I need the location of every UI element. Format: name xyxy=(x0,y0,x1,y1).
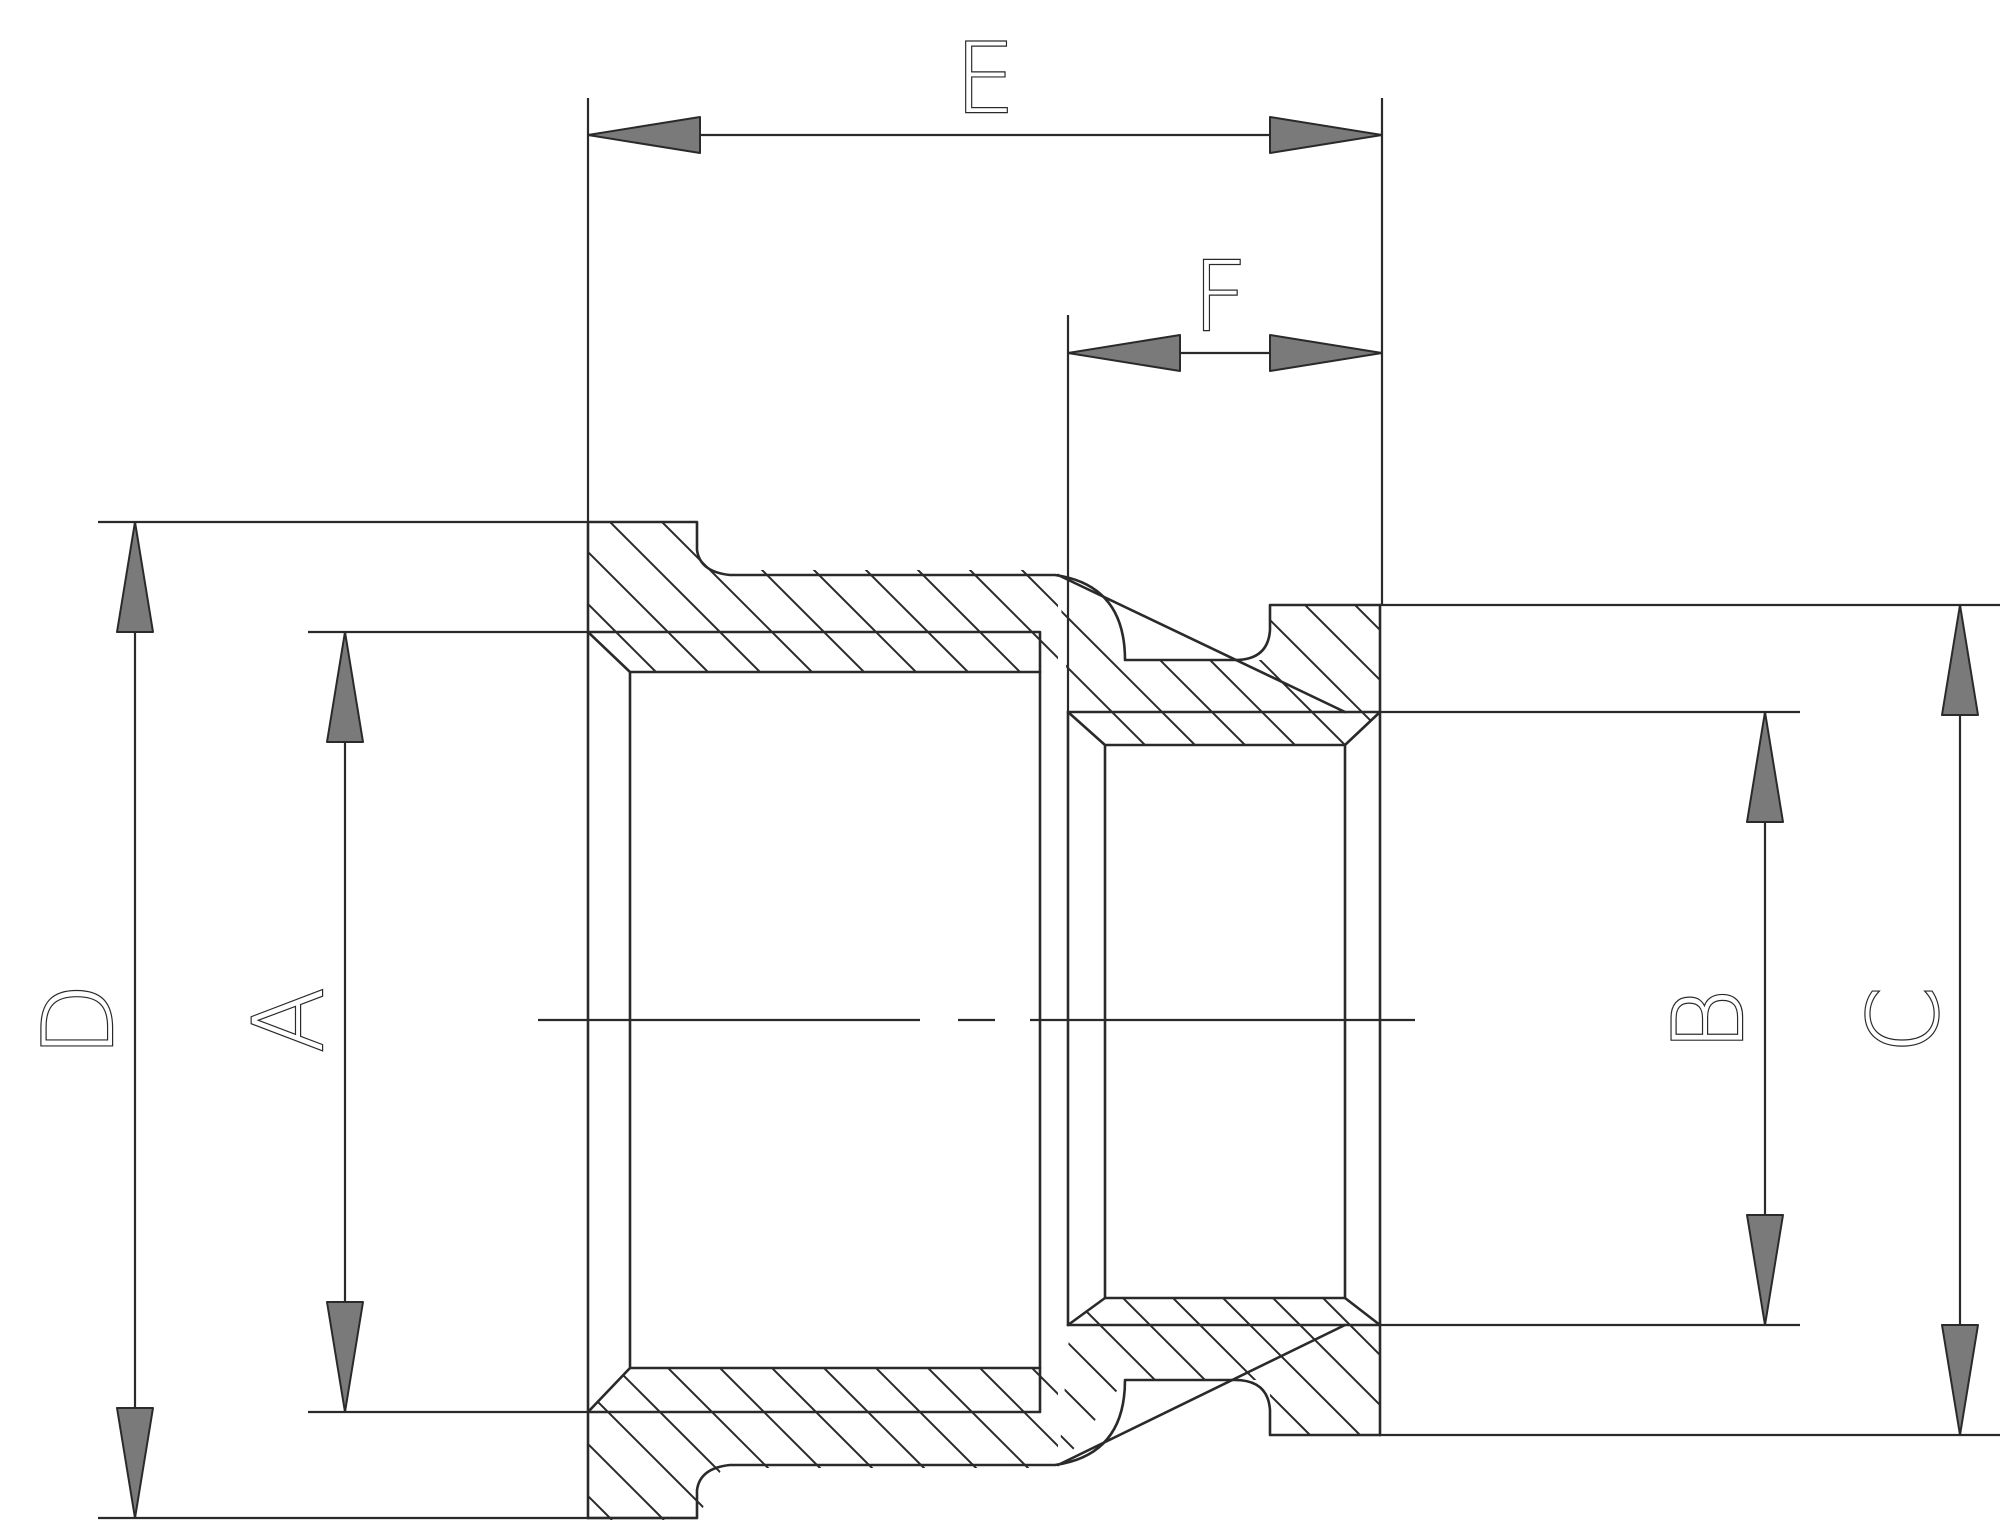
hatch-line xyxy=(1314,1298,1380,1470)
hatch-line xyxy=(711,1368,873,1520)
hatch-line xyxy=(1164,1298,1351,1470)
hatch-line xyxy=(815,522,977,672)
arrow-C-bottom xyxy=(1941,1324,1979,1436)
hatch-line xyxy=(971,1368,1058,1520)
hatch-line xyxy=(1319,572,1380,745)
label-D: D xyxy=(23,983,135,1057)
arrowheads xyxy=(116,116,1979,1519)
hatch-line xyxy=(1264,1298,1380,1470)
hatch-line xyxy=(1023,522,1058,672)
hatch-line xyxy=(607,522,769,672)
extension-lines xyxy=(98,98,2000,1520)
hatch-line xyxy=(1565,1290,1750,1475)
hatch-line xyxy=(1058,1298,1101,1470)
hatch-line xyxy=(588,522,717,672)
arrow-B-top xyxy=(1746,711,1784,823)
hatch-line xyxy=(870,570,1050,750)
hatch-line xyxy=(588,1368,717,1520)
arrow-C-top xyxy=(1941,604,1979,716)
hatch-line xyxy=(1570,570,1750,750)
hatch-line xyxy=(1364,1298,1380,1470)
hatch-line xyxy=(1420,570,1600,750)
label-C: C xyxy=(1848,986,1960,1053)
hatch-line xyxy=(400,1360,560,1520)
arrow-F-right xyxy=(1269,334,1383,372)
hatch-line xyxy=(659,1368,821,1520)
arrow-A-top xyxy=(326,631,364,743)
hatch-line xyxy=(815,1368,977,1520)
hatch-bottom-large-bore xyxy=(400,1360,1340,1520)
hatch-line xyxy=(711,522,873,672)
hatch-line xyxy=(1369,572,1380,745)
hatch-line xyxy=(1058,1298,1151,1470)
hatch-line xyxy=(1128,1360,1288,1520)
hatch-line xyxy=(865,1290,1050,1475)
hatch-line xyxy=(1470,570,1650,750)
dimension-lines xyxy=(133,133,1962,1518)
hatch-line xyxy=(607,1368,769,1520)
hatch-line xyxy=(919,1368,1058,1520)
label-E: E xyxy=(955,23,1016,135)
hatch-top-large-bore xyxy=(400,520,1340,680)
hatch-top-small-bore xyxy=(870,570,1750,750)
hatch-line xyxy=(1415,1290,1600,1475)
label-F: F xyxy=(1192,241,1247,353)
hatch-line xyxy=(1515,1290,1700,1475)
dimension-labels: E F D A B C xyxy=(22,22,1961,1058)
hatch-line xyxy=(659,522,821,672)
arrow-E-left xyxy=(587,116,701,154)
arrow-B-bottom xyxy=(1746,1214,1784,1326)
hatch-line xyxy=(1023,1368,1058,1520)
hatch-line xyxy=(1058,572,1201,745)
hatch-line xyxy=(1180,520,1340,680)
hatch-line xyxy=(1180,1360,1340,1520)
label-B: B xyxy=(1653,989,1765,1052)
arrow-F-left xyxy=(1067,334,1181,372)
hatch-line xyxy=(1269,572,1380,745)
hatch-line xyxy=(588,522,665,672)
arrow-D-bottom xyxy=(116,1407,154,1519)
hatch-line xyxy=(867,522,1029,672)
hatch-line xyxy=(588,1368,665,1520)
hatch-line xyxy=(867,1368,1029,1520)
hatch-line xyxy=(1520,570,1700,750)
hatch-line xyxy=(400,520,560,680)
hatch-bottom-small-bore xyxy=(865,1290,1750,1475)
hatch-line xyxy=(1114,1298,1301,1470)
hatch-line xyxy=(1128,520,1288,680)
hatch-line xyxy=(1076,520,1236,680)
arrow-A-bottom xyxy=(326,1301,364,1413)
hatch-line xyxy=(1465,1290,1650,1475)
hatch-line xyxy=(1058,572,1101,745)
hatch-line xyxy=(763,522,925,672)
hatch-line xyxy=(1076,1360,1236,1520)
hatch-line xyxy=(919,522,1058,672)
hatch-line xyxy=(763,1368,925,1520)
label-A: A xyxy=(233,987,345,1053)
hatch-line xyxy=(1058,1298,1201,1470)
arrow-D-top xyxy=(116,521,154,633)
arrow-E-right xyxy=(1269,116,1383,154)
